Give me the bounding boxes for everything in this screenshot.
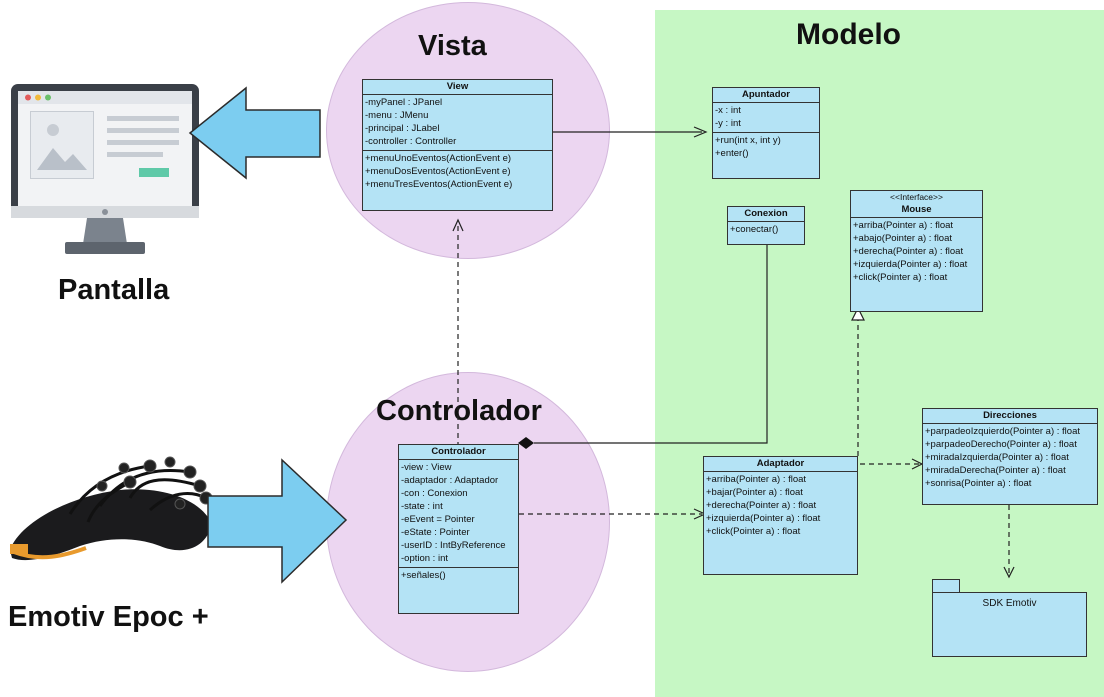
headset-label: Emotiv Epoc + [8, 601, 209, 633]
controlador-title: Controlador [376, 395, 542, 427]
view-to-screen-arrow [188, 86, 321, 180]
mouse-operation: +arriba(Pointer a) : float [853, 220, 954, 231]
conexion-class[interactable]: Conexion +conectar() [727, 206, 805, 245]
conexion-class-name: Conexion [728, 207, 804, 222]
controlador-attribute: -eState : Pointer [401, 527, 470, 538]
direcciones-class[interactable]: Direcciones +parpadeoIzquierdo(Pointer a… [922, 408, 1098, 505]
apuntador-attribute: -x : int [715, 105, 741, 116]
apuntador-operations: +run(int x, int y) +enter() [713, 133, 819, 162]
direcciones-operation: +miradaIzquierda(Pointer a) : float [925, 452, 1069, 463]
conexion-operations: +conectar() [728, 222, 804, 238]
adaptador-operation: +derecha(Pointer a) : float [706, 500, 817, 511]
direcciones-operation: +miradaDerecha(Pointer a) : float [925, 465, 1066, 476]
view-attribute: -principal : JLabel [365, 123, 440, 134]
apuntador-attribute: -y : int [715, 118, 741, 129]
controlador-attribute: -adaptador : Adaptador [401, 475, 499, 486]
view-attributes: -myPanel : JPanel -menu : JMenu -princip… [363, 95, 552, 151]
mouse-interface-name: Mouse [851, 203, 982, 218]
view-operations: +menuUnoEventos(ActionEvent e) +menuDosE… [363, 151, 552, 193]
apuntador-attributes: -x : int -y : int [713, 103, 819, 133]
conexion-operation: +conectar() [730, 224, 779, 235]
adaptador-class-name: Adaptador [704, 457, 857, 472]
controlador-attributes: -view : View -adaptador : Adaptador -con… [399, 460, 518, 568]
direcciones-operations: +parpadeoIzquierdo(Pointer a) : float +p… [923, 424, 1097, 492]
view-attribute: -menu : JMenu [365, 110, 429, 121]
controlador-operations: +señales() [399, 568, 518, 584]
controlador-attribute: -userID : IntByReference [401, 540, 506, 551]
controlador-attribute: -state : int [401, 501, 443, 512]
direcciones-class-name: Direcciones [923, 409, 1097, 424]
headset-to-controller-arrow [207, 458, 348, 584]
sdk-package-tab [932, 579, 960, 593]
monitor-icon [11, 84, 199, 254]
headset-icon [10, 456, 213, 561]
mouse-operation: +derecha(Pointer a) : float [853, 246, 964, 257]
mouse-interface[interactable]: <<Interface>> Mouse +arriba(Pointer a) :… [850, 190, 983, 312]
view-attribute: -controller : Controller [365, 136, 457, 147]
sdk-package[interactable]: SDK Emotiv [932, 592, 1087, 657]
mouse-stereotype: <<Interface>> [890, 192, 943, 202]
mouse-operations: +arriba(Pointer a) : float +abajo(Pointe… [851, 218, 982, 286]
sdk-package-name: SDK Emotiv [982, 598, 1037, 609]
controlador-attribute: -option : int [401, 553, 448, 564]
view-attribute: -myPanel : JPanel [365, 97, 443, 108]
view-class-name: View [363, 80, 552, 95]
direcciones-operation: +parpadeoIzquierdo(Pointer a) : float [925, 426, 1081, 437]
adaptador-operation: +izquierda(Pointer a) : float [706, 513, 821, 524]
adaptador-operation: +bajar(Pointer a) : float [706, 487, 803, 498]
apuntador-operation: +run(int x, int y) [715, 135, 781, 146]
mouse-operation: +abajo(Pointer a) : float [853, 233, 953, 244]
controlador-attribute: -con : Conexion [401, 488, 468, 499]
mouse-operation: +izquierda(Pointer a) : float [853, 259, 968, 270]
controlador-class[interactable]: Controlador -view : View -adaptador : Ad… [398, 444, 519, 614]
controlador-attribute: -eEvent = Pointer [401, 514, 475, 525]
mouse-operation: +click(Pointer a) : float [853, 272, 948, 283]
view-operation: +menuTresEventos(ActionEvent e) [365, 179, 513, 190]
adaptador-operation: +arriba(Pointer a) : float [706, 474, 807, 485]
modelo-title: Modelo [796, 18, 901, 51]
controlador-class-name: Controlador [399, 445, 518, 460]
view-class[interactable]: View -myPanel : JPanel -menu : JMenu -pr… [362, 79, 553, 211]
controlador-operation: +señales() [401, 570, 446, 581]
apuntador-class[interactable]: Apuntador -x : int -y : int +run(int x, … [712, 87, 820, 179]
adaptador-operation: +click(Pointer a) : float [706, 526, 801, 537]
direcciones-operation: +sonrisa(Pointer a) : float [925, 478, 1032, 489]
direcciones-operation: +parpadeoDerecho(Pointer a) : float [925, 439, 1077, 450]
apuntador-operation: +enter() [715, 148, 749, 159]
apuntador-class-name: Apuntador [713, 88, 819, 103]
adaptador-class[interactable]: Adaptador +arriba(Pointer a) : float +ba… [703, 456, 858, 575]
screen-label: Pantalla [58, 274, 170, 306]
view-operation: +menuDosEventos(ActionEvent e) [365, 166, 511, 177]
vista-title: Vista [418, 30, 487, 62]
adaptador-operations: +arriba(Pointer a) : float +bajar(Pointe… [704, 472, 857, 540]
view-operation: +menuUnoEventos(ActionEvent e) [365, 153, 512, 164]
controlador-attribute: -view : View [401, 462, 452, 473]
